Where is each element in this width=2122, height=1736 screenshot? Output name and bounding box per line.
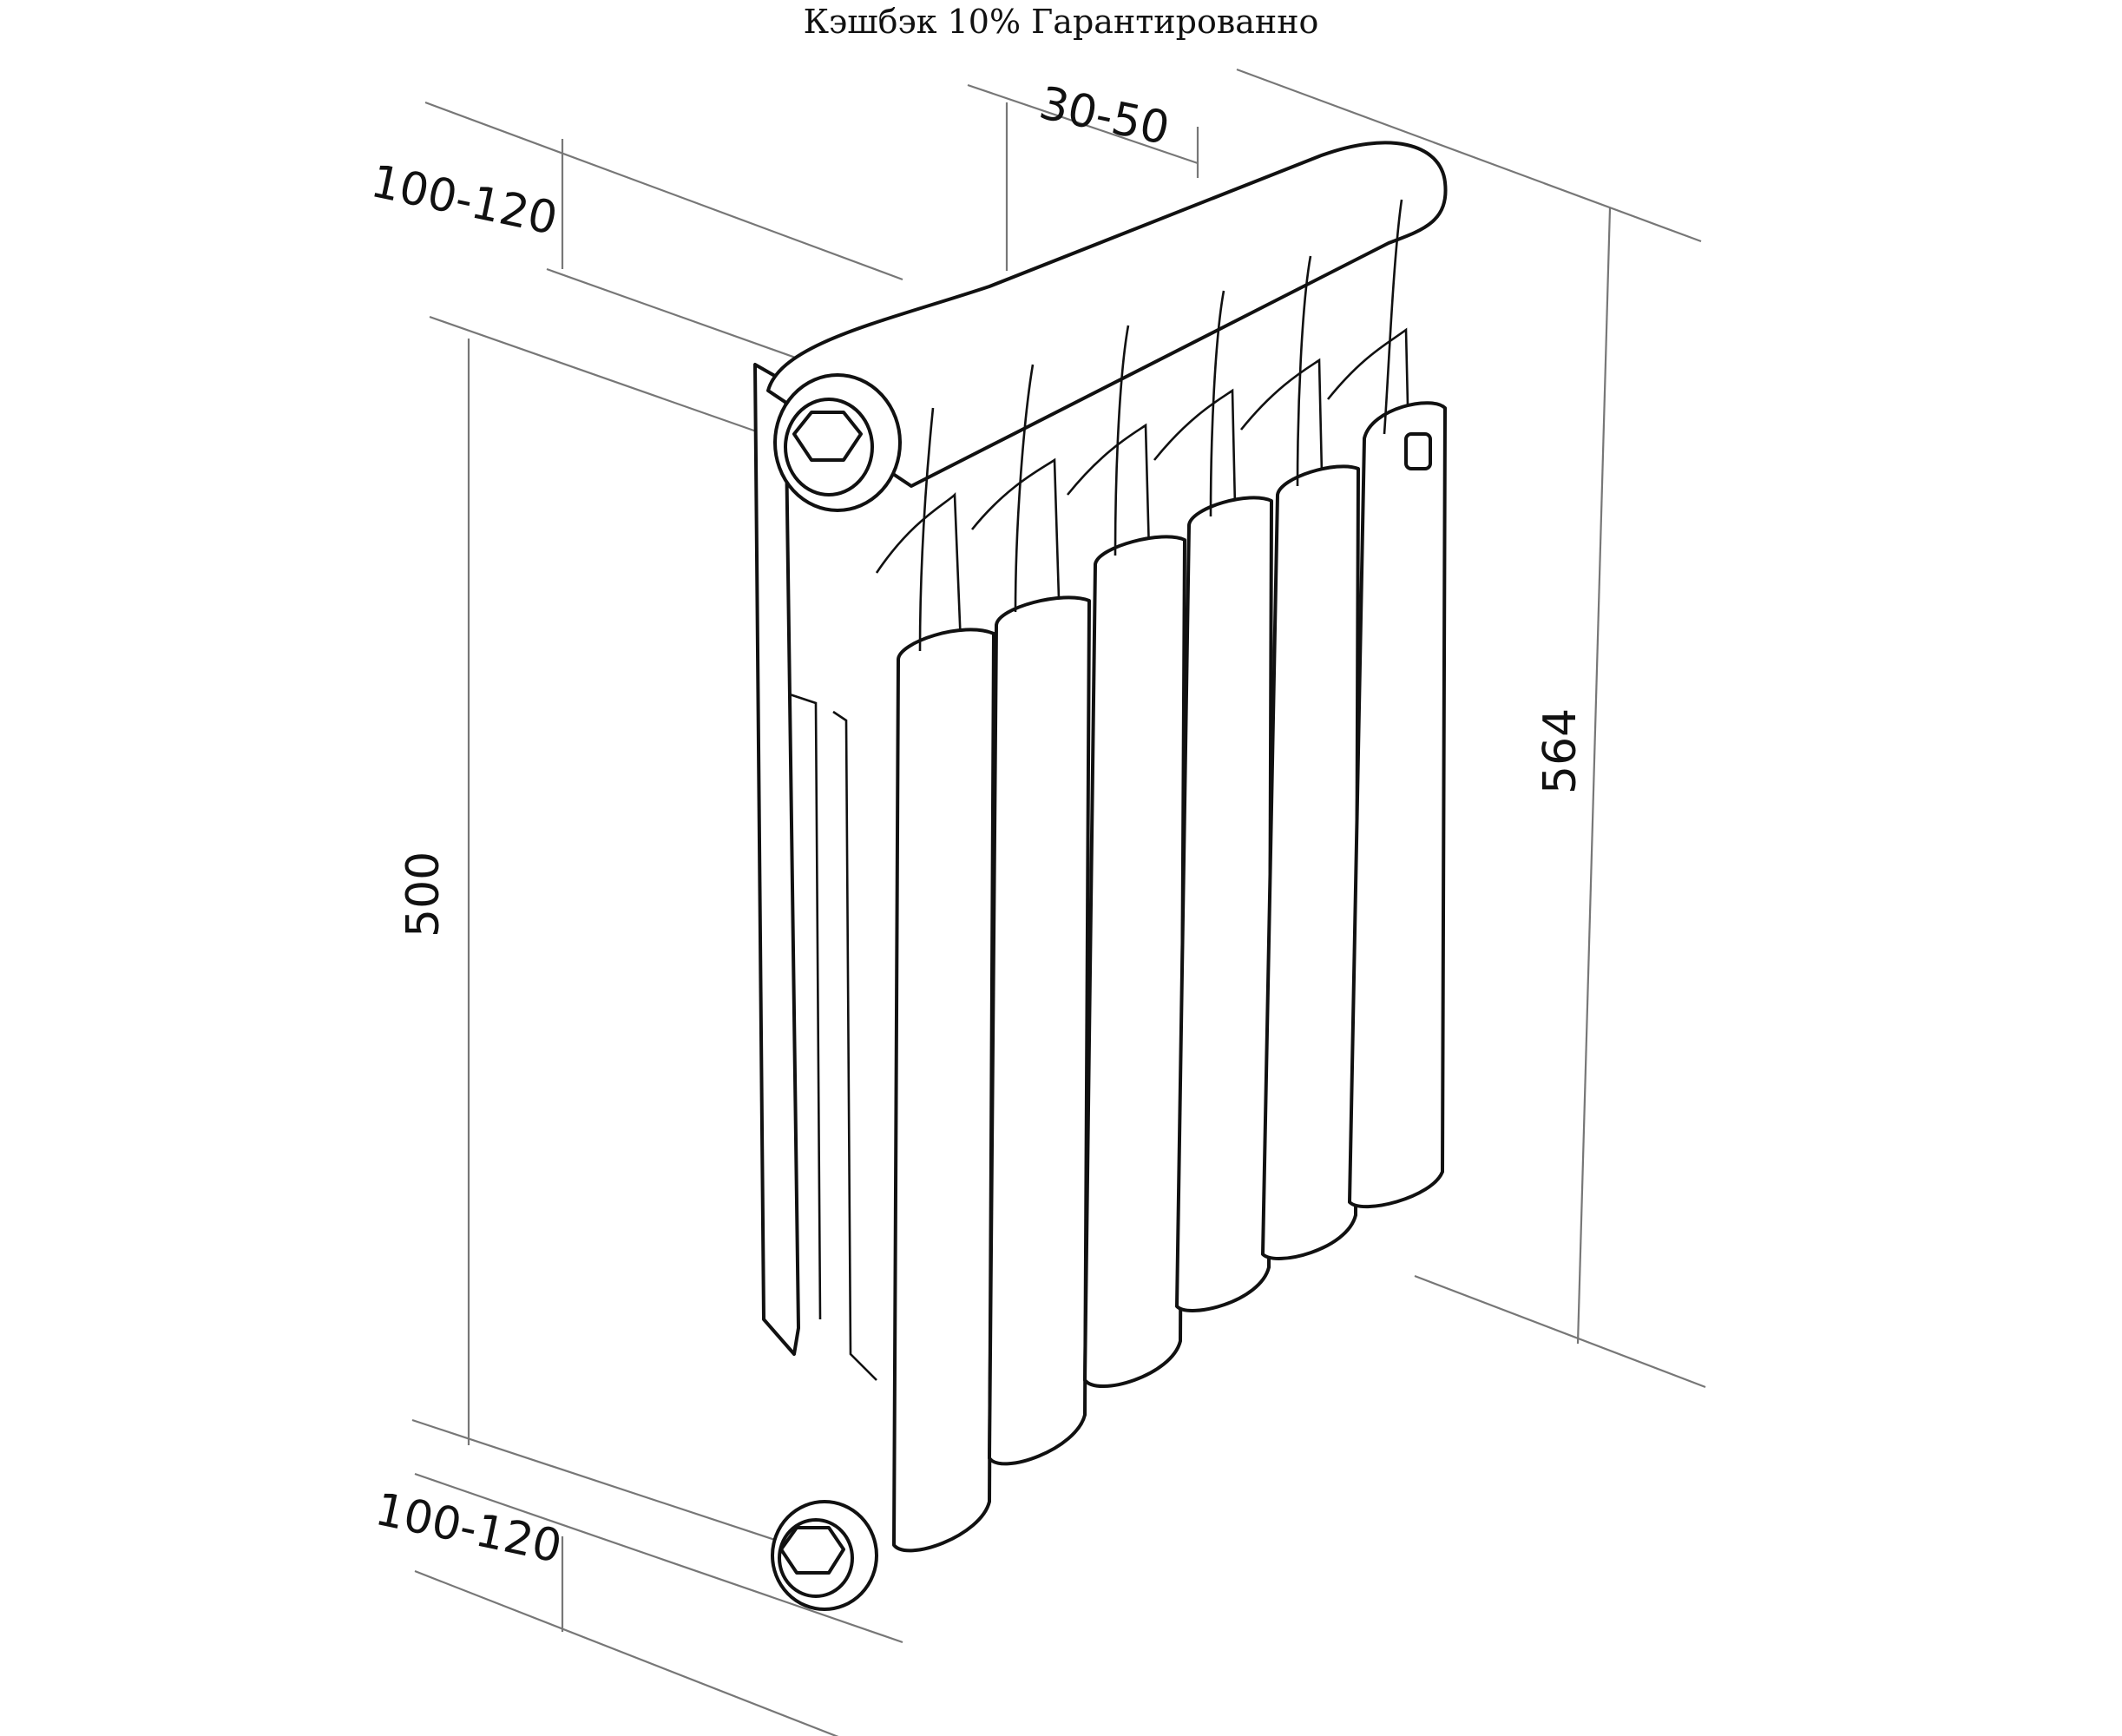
cashback-banner: Кэшбэк 10% Гарантированно [803, 3, 1319, 41]
radiator [753, 141, 1448, 1611]
height-axis-label: 500 [397, 852, 450, 937]
bottom-plug-hex-icon [779, 1526, 845, 1575]
radiator-side-panel [753, 363, 800, 1356]
rear-fin-edges [875, 327, 1425, 1355]
fin-hooks [918, 199, 1403, 652]
depth-bottom-label: 100-120 [371, 1483, 566, 1574]
fin-6 [1348, 401, 1447, 1209]
top-plug-hex-icon [792, 411, 863, 462]
brand-logo-icon [1404, 432, 1432, 470]
height-total-label: 564 [1534, 708, 1587, 794]
fin-1 [892, 628, 995, 1553]
spacing-top-label: 30-50 [1035, 77, 1173, 155]
fin-3 [1083, 535, 1186, 1389]
dimension-lines [411, 68, 1706, 1736]
fin-2 [988, 595, 1091, 1466]
top-manifold [766, 141, 1448, 488]
fin-5 [1261, 464, 1360, 1260]
front-fins [892, 401, 1447, 1553]
fin-4 [1175, 496, 1273, 1312]
depth-top-label: 100-120 [366, 155, 562, 246]
